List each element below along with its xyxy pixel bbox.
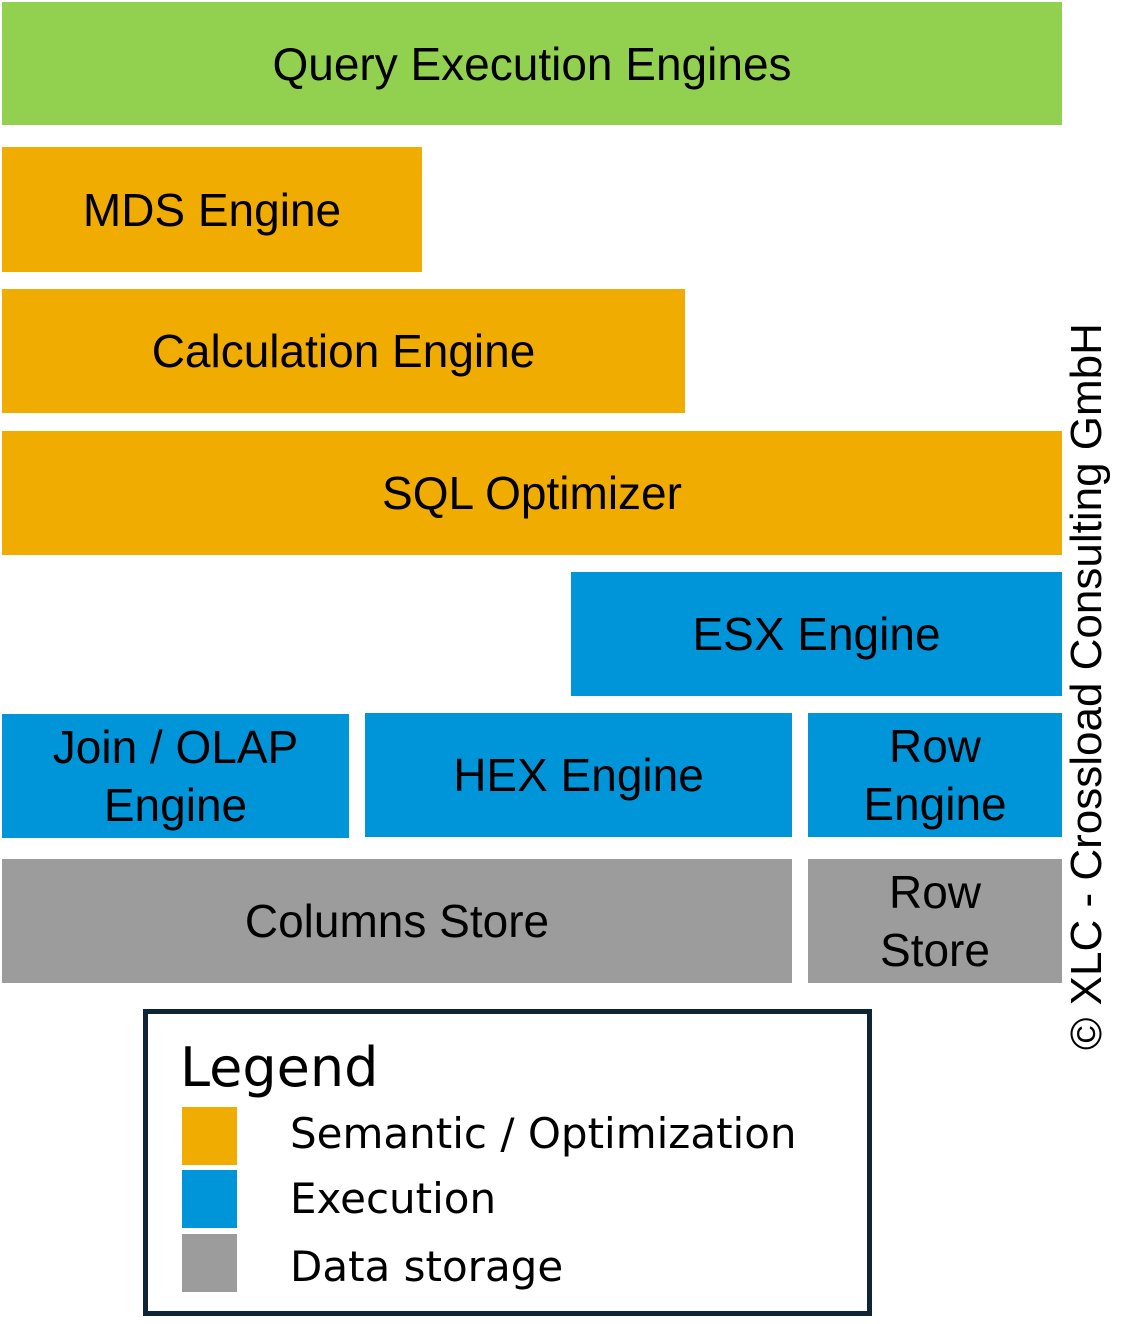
block-join-olap-engine: Join / OLAP Engine (2, 714, 349, 838)
block-mds-engine: MDS Engine (2, 147, 422, 272)
legend-label-execution: Execution (290, 1174, 497, 1223)
block-label: Columns Store (244, 895, 550, 947)
legend-label-semantic: Semantic / Optimization (290, 1109, 797, 1158)
block-label: SQL Optimizer (382, 467, 682, 519)
block-label: ESX Engine (692, 608, 941, 660)
legend-swatch-execution (182, 1170, 237, 1228)
block-row-engine: Row Engine (808, 713, 1062, 837)
block-label-line1: Row (888, 720, 981, 772)
block-label-line2: Engine (103, 779, 248, 831)
block-label: HEX Engine (453, 749, 704, 801)
block-query-execution-engines: Query Execution Engines (2, 2, 1062, 125)
block-label-line1: Row (888, 866, 981, 918)
legend-label-data-storage: Data storage (290, 1242, 564, 1291)
block-label: Calculation Engine (151, 325, 536, 377)
block-columns-store: Columns Store (2, 859, 792, 983)
block-label-line1: Join / OLAP (52, 721, 299, 773)
block-esx-engine: ESX Engine (571, 572, 1062, 696)
block-calculation-engine: Calculation Engine (2, 289, 685, 413)
block-label-line2: Store (880, 924, 990, 976)
copyright-notice: © XLC - Crossload Consulting GmbH (1062, 323, 1111, 1050)
block-sql-optimizer: SQL Optimizer (2, 431, 1062, 555)
block-label: MDS Engine (82, 183, 342, 236)
block-label: Query Execution Engines (272, 37, 792, 90)
legend-title: Legend (180, 1036, 379, 1099)
legend-swatch-data-storage (182, 1234, 237, 1292)
legend: Legend Semantic / Optimization Execution… (143, 1009, 872, 1316)
block-row-store: Row Store (808, 859, 1062, 983)
legend-swatch-semantic (182, 1107, 237, 1165)
block-hex-engine: HEX Engine (365, 713, 792, 837)
block-label-line2: Engine (863, 778, 1007, 830)
